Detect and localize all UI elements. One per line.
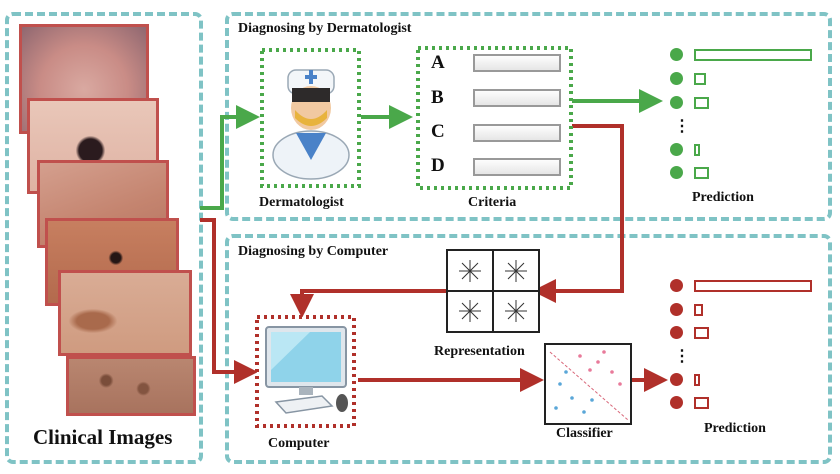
arrow-criteria-to-representation (532, 124, 624, 303)
prediction-bar (694, 49, 812, 61)
computer-label: Computer (268, 436, 330, 451)
prediction-dot (670, 166, 683, 179)
prediction-bar (694, 167, 709, 179)
clinical-images-panel (5, 12, 203, 464)
computer-icon (265, 326, 348, 414)
prediction-dot (670, 96, 683, 109)
representation-grid (446, 249, 540, 333)
criteria-letter-b: B (431, 87, 444, 108)
dermatologist-prediction-ellipsis: ⋮ (674, 118, 690, 135)
prediction-bar (694, 97, 709, 109)
prediction-dot (670, 303, 683, 316)
prediction-bar (694, 280, 812, 292)
clinical-image-5 (58, 270, 192, 356)
prediction-bar (694, 144, 700, 156)
prediction-dot (670, 279, 683, 292)
representation-label: Representation (434, 344, 525, 359)
criteria-field-a (473, 54, 561, 72)
dermatologist-prediction-label: Prediction (692, 190, 754, 205)
prediction-dot (670, 373, 683, 386)
arrow-representation-to-computer (290, 289, 446, 318)
criteria-field-c (473, 124, 561, 142)
prediction-bar (694, 397, 709, 409)
classifier-plot (544, 343, 632, 425)
prediction-dot (670, 143, 683, 156)
arrow-images-to-dermatologist (200, 105, 260, 210)
prediction-bar (694, 374, 700, 386)
prediction-bar (694, 304, 703, 316)
criteria-letter-d: D (431, 155, 445, 176)
criteria-letter-a: A (431, 52, 445, 73)
prediction-dot (670, 48, 683, 61)
dermatologist-label: Dermatologist (259, 195, 344, 210)
clinical-image-6 (66, 356, 196, 416)
prediction-dot (670, 326, 683, 339)
criteria-letter-c: C (431, 121, 445, 142)
clinical-images-title: Clinical Images (33, 425, 173, 449)
criteria-label: Criteria (468, 195, 517, 210)
computer-prediction-label: Prediction (704, 421, 766, 436)
doctor-icon (272, 69, 350, 180)
criteria-field-b (473, 89, 561, 107)
criteria-field-d (473, 158, 561, 176)
prediction-dot (670, 72, 683, 85)
prediction-bar (694, 73, 706, 85)
dermatologist-panel-title: Diagnosing by Dermatologist (238, 21, 412, 36)
computer-panel-title: Diagnosing by Computer (238, 244, 389, 259)
prediction-dot (670, 396, 683, 409)
arrow-images-to-computer (200, 218, 258, 384)
computer-prediction-ellipsis: ⋮ (674, 348, 690, 365)
classifier-label: Classifier (556, 426, 613, 441)
prediction-bar (694, 327, 709, 339)
computer-panel (225, 234, 832, 464)
